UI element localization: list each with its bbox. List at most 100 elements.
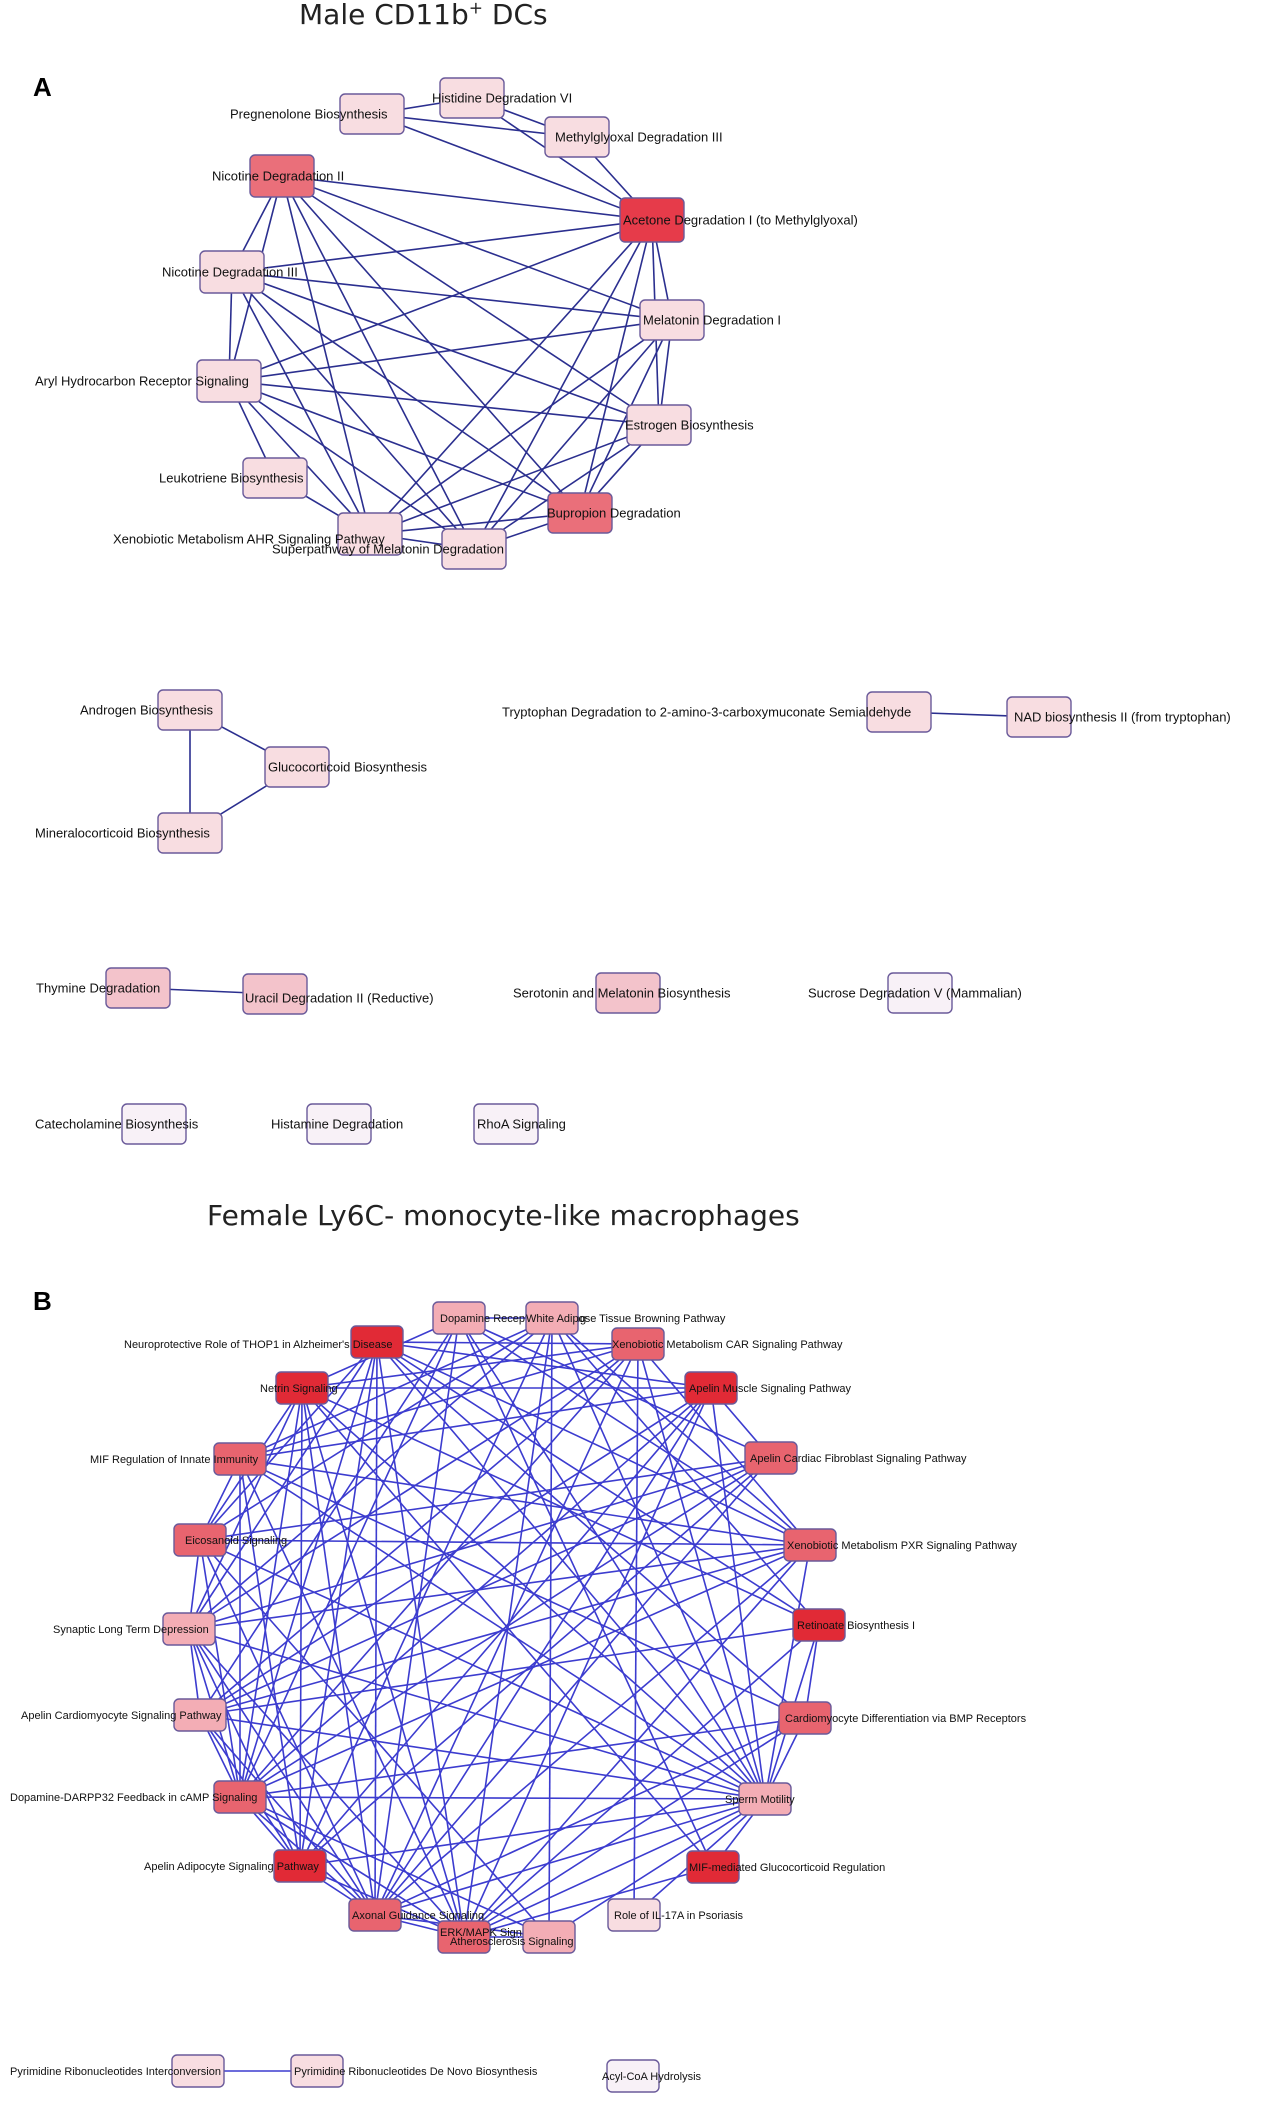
network-a-node-catecholamine[interactable]: Catecholamine Biosynthesis — [35, 1103, 199, 1145]
network-a-node-histidine[interactable]: Histidine Degradation VI — [432, 77, 572, 119]
network-a-node-histamine[interactable]: Histamine Degradation — [271, 1103, 403, 1145]
network-a-node-uracil[interactable]: Uracil Degradation II (Reductive) — [242, 973, 434, 1015]
node-box — [611, 1327, 665, 1361]
network-b-node-thop1[interactable]: Neuroprotective Role of THOP1 in Alzheim… — [124, 1325, 404, 1359]
node-label: Sucrose Degradation V (Mammalian) — [808, 986, 1022, 1001]
panel-b-letter: B — [33, 1286, 52, 1316]
node-label: Netrin Signaling — [260, 1383, 338, 1395]
network-a-node-androgen[interactable]: Androgen Biosynthesis — [80, 689, 223, 731]
network-b-node-pyrinter[interactable]: Pyrimidine Ribonucleotides Interconversi… — [10, 2054, 225, 2088]
node-label: Sperm Motility — [725, 1794, 795, 1806]
network-a-node-nicotine3[interactable]: Nicotine Degradation III — [162, 250, 298, 294]
network-a-node-bupropion[interactable]: Bupropion Degradation — [547, 492, 681, 534]
network-a-edge — [281, 175, 673, 321]
node-label: Estrogen Biosynthesis — [625, 418, 754, 433]
node-label: Melatonin Degradation I — [643, 313, 781, 328]
network-b-edge — [239, 1387, 712, 1460]
network-b-edge — [463, 1717, 806, 1938]
network-b-node-darpp32[interactable]: Dopamine-DARPP32 Feedback in cAMP Signal… — [10, 1780, 267, 1814]
network-b-node-erkmapk[interactable]: ERK/MAPK Signaling — [437, 1920, 545, 1954]
network-a-node-nad[interactable]: NAD biosynthesis II (from tryptophan) — [1006, 696, 1231, 738]
node-box — [249, 154, 315, 198]
network-a-node-sucrose[interactable]: Sucrose Degradation V (Mammalian) — [808, 972, 1022, 1014]
node-box — [121, 1103, 187, 1145]
network-b-node-axonal[interactable]: Axonal Guidance Signaling — [348, 1898, 484, 1932]
network-b-node-xenocar[interactable]: Xenobiotic Metabolism CAR Signaling Path… — [611, 1327, 843, 1361]
network-b-node-sperm[interactable]: Sperm Motility — [725, 1782, 795, 1816]
network-b-edge — [188, 1457, 772, 1630]
network-b-edge — [633, 1343, 639, 1916]
network-b-edge — [239, 1343, 639, 1798]
network-b-node-mifgluco[interactable]: MIF-mediated Glucocorticoid Regulation — [686, 1850, 885, 1884]
node-box — [273, 1849, 327, 1883]
network-b-node-atherosclerosis[interactable]: Atherosclerosis Signaling — [450, 1920, 576, 1954]
network-b-edge — [301, 1387, 714, 1868]
network-b-edge — [239, 1458, 811, 1546]
network-b-node-acylcoa[interactable]: Acyl-CoA Hydrolysis — [602, 2059, 702, 2093]
node-box — [348, 1898, 402, 1932]
network-b-edge — [463, 1387, 712, 1938]
network-a-node-leukotriene[interactable]: Leukotriene Biosynthesis — [159, 457, 308, 499]
network-a-edge — [371, 113, 578, 138]
network-a-node-estrogen[interactable]: Estrogen Biosynthesis — [625, 404, 754, 446]
network-a-node-serotonin[interactable]: Serotonin and Melatonin Biosynthesis — [513, 972, 731, 1014]
network-b-node-retinoate[interactable]: Retinoate Biosynthesis I — [792, 1608, 915, 1642]
network-a-node-glucocorticoid[interactable]: Glucocorticoid Biosynthesis — [264, 746, 427, 788]
network-b-node-netrin[interactable]: Netrin Signaling — [260, 1371, 338, 1405]
network-b-edge — [299, 1798, 766, 1867]
network-b-edge — [239, 1458, 301, 1867]
node-box — [619, 197, 685, 243]
network-b-edge — [199, 1317, 553, 1541]
node-box — [432, 1301, 486, 1335]
network-a-edge — [579, 219, 653, 514]
node-box — [606, 2059, 660, 2093]
node-box — [744, 1441, 798, 1475]
network-b-edge — [199, 1714, 376, 1916]
node-box — [162, 1612, 216, 1646]
node-box — [473, 1103, 539, 1145]
network-b-node-xenopxr[interactable]: Xenobiotic Metabolism PXR Signaling Path… — [783, 1528, 1017, 1562]
network-a-node-methylglyoxal[interactable]: Methylglyoxal Degradation III — [544, 116, 723, 158]
network-b-node-apelincardio[interactable]: Apelin Cardiomyocyte Signaling Pathway — [21, 1698, 227, 1732]
network-a-node-arylhc[interactable]: Aryl Hydrocarbon Receptor Signaling — [35, 359, 262, 403]
network-a-node-mineralocorticoid[interactable]: Mineralocorticoid Biosynthesis — [35, 812, 223, 854]
network-b-edge — [199, 1341, 378, 1541]
node-box — [173, 1523, 227, 1557]
node-label: Methylglyoxal Degradation III — [555, 130, 723, 145]
network-b-node-apelinfibro[interactable]: Apelin Cardiac Fibroblast Signaling Path… — [744, 1441, 967, 1475]
node-box — [213, 1442, 267, 1476]
network-b-node-synaptic[interactable]: Synaptic Long Term Depression — [53, 1612, 216, 1646]
network-a-node-tryptophan[interactable]: Tryptophan Degradation to 2-amino-3-carb… — [502, 691, 932, 733]
network-a-node-xenoahr[interactable]: Xenobiotic Metabolism AHR Signaling Path… — [113, 512, 403, 556]
network-b-edges — [188, 1317, 820, 2072]
node-box — [242, 457, 308, 499]
node-label: Acyl-CoA Hydrolysis — [602, 2071, 702, 2083]
network-b-edge — [374, 1544, 811, 1916]
network-a-node-thymine[interactable]: Thymine Degradation — [36, 967, 171, 1009]
network-a-edge — [369, 319, 673, 535]
network-a-node-superpathway[interactable]: Superpathway of Melatonin Degradation — [272, 528, 507, 570]
network-b-edge — [374, 1717, 806, 1916]
network-b-node-apelinadipo[interactable]: Apelin Adipocyte Signaling Pathway — [144, 1849, 327, 1883]
network-a-node-acetone[interactable]: Acetone Degradation I (to Methylglyoxal) — [619, 197, 858, 243]
node-box — [275, 1371, 329, 1405]
network-a-node-pregnenolone[interactable]: Pregnenolone Biosynthesis — [230, 93, 405, 135]
network-a-edge — [473, 424, 660, 550]
network-b-edge — [239, 1796, 766, 1800]
network-b-node-il17a[interactable]: Role of IL-17A in Psoriasis — [607, 1898, 744, 1932]
network-b-node-eicosanoid[interactable]: Eicosanoid Signaling — [173, 1523, 287, 1557]
network-b-edge — [239, 1457, 772, 1798]
network-b-node-apelinmuscle[interactable]: Apelin Muscle Signaling Pathway — [684, 1371, 852, 1405]
network-a-edge — [473, 219, 653, 550]
network-b-node-mif[interactable]: MIF Regulation of Innate Immunity — [90, 1442, 267, 1476]
network-b-node-cardiobmp[interactable]: Cardiomyocyte Differentiation via BMP Re… — [778, 1701, 1027, 1735]
node-box — [290, 2054, 344, 2088]
network-a-node-melatonin[interactable]: Melatonin Degradation I — [639, 299, 781, 341]
node-box — [783, 1528, 837, 1562]
node-label: Androgen Biosynthesis — [80, 703, 213, 718]
network-a-node-nicotine2[interactable]: Nicotine Degradation II — [212, 154, 344, 198]
network-b-edge — [239, 1458, 465, 1938]
network-a-node-rhoa[interactable]: RhoA Signaling — [473, 1103, 566, 1145]
network-b-node-pyrdenovo[interactable]: Pyrimidine Ribonucleotides De Novo Biosy… — [290, 2054, 538, 2088]
network-b-node-whiteadipose[interactable]: White Adipose Tissue Browning Pathway — [525, 1301, 726, 1335]
